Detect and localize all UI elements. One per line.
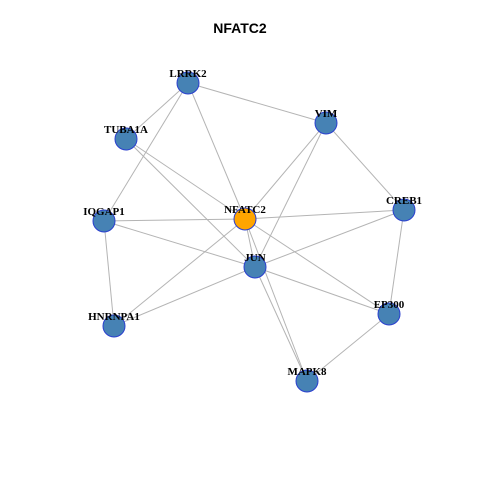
edge-vim-nfatc2 [244,122,327,220]
node-creb1[interactable] [392,198,416,222]
edge-jun-ep300 [254,266,390,315]
node-mapk8[interactable] [295,369,319,393]
node-nfatc2[interactable] [233,207,257,231]
edge-iqgap1-hnrnpa1 [103,220,115,327]
edge-nfatc2-mapk8 [244,218,308,382]
edge-lrrk2-tuba1a [125,82,189,140]
node-label-vim: VIM [315,108,338,120]
node-label-hnrnpa1: HNRNPA1 [88,311,140,323]
node-label-jun: JUN [244,252,265,264]
edge-nfatc2-creb1 [244,209,405,220]
edge-vim-creb1 [325,122,405,211]
edge-ep300-mapk8 [306,313,390,382]
node-label-ep300: EP300 [374,299,405,311]
edge-nfatc2-ep300 [244,218,390,315]
edges-layer [103,82,405,382]
node-hnrnpa1[interactable] [102,314,126,338]
edge-jun-hnrnpa1 [113,266,256,327]
node-ep300[interactable] [377,302,401,326]
nodes-layer [92,71,416,393]
node-vim[interactable] [314,111,338,135]
edge-creb1-jun [254,209,405,268]
node-label-iqgap1: IQGAP1 [83,206,125,218]
node-label-mapk8: MAPK8 [287,366,327,378]
edge-lrrk2-nfatc2 [187,82,246,220]
node-iqgap1[interactable] [92,209,116,233]
node-jun[interactable] [243,255,267,279]
node-label-tuba1a: TUBA1A [104,124,148,136]
graph-title: NFATC2 [213,20,267,36]
node-tuba1a[interactable] [114,127,138,151]
node-label-nfatc2: NFATC2 [224,204,266,216]
node-label-creb1: CREB1 [386,195,422,207]
edge-nfatc2-hnrnpa1 [113,218,246,327]
edge-jun-mapk8 [254,266,308,382]
edge-iqgap1-nfatc2 [103,218,246,222]
edge-vim-jun [254,122,327,268]
edge-tuba1a-jun [125,138,256,268]
edge-lrrk2-vim [187,82,327,124]
edge-iqgap1-jun [103,220,256,268]
node-label-lrrk2: LRRK2 [169,68,207,80]
node-lrrk2[interactable] [176,71,200,95]
edge-creb1-ep300 [388,209,405,315]
edge-tuba1a-nfatc2 [125,138,246,220]
